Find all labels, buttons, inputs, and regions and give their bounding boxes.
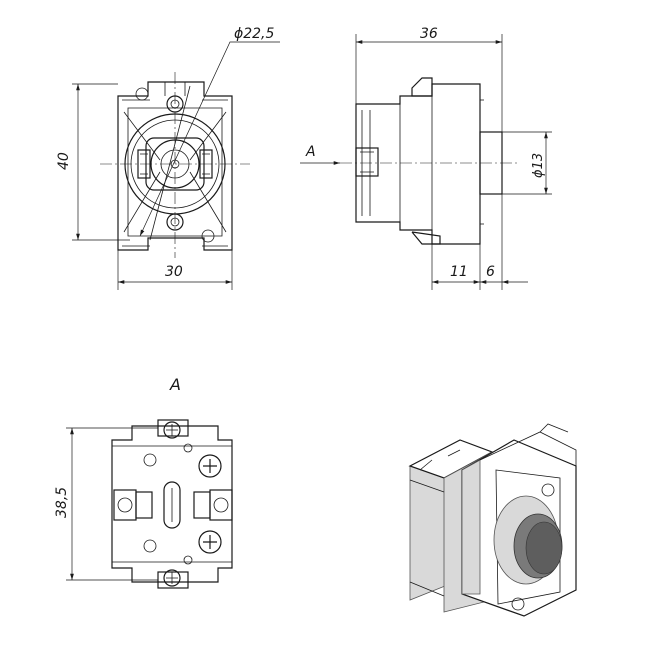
front-width-label: 30 (165, 264, 183, 280)
side-view (300, 34, 552, 290)
side-diameter-label: ϕ13 (531, 153, 546, 178)
rear-view (66, 419, 233, 589)
side-length-label: 36 (420, 26, 438, 42)
side-dim-b-label: 6 (486, 264, 495, 280)
front-diameter-label: ϕ22,5 (234, 26, 275, 42)
front-height-label: 40 (56, 152, 72, 170)
view-a-label: A (169, 375, 181, 394)
isometric-view (408, 423, 577, 617)
side-dim-a-label: 11 (450, 264, 468, 280)
rear-height-label: 38,5 (54, 487, 70, 518)
arrow-a-label: A (305, 144, 316, 160)
front-view (72, 41, 280, 290)
